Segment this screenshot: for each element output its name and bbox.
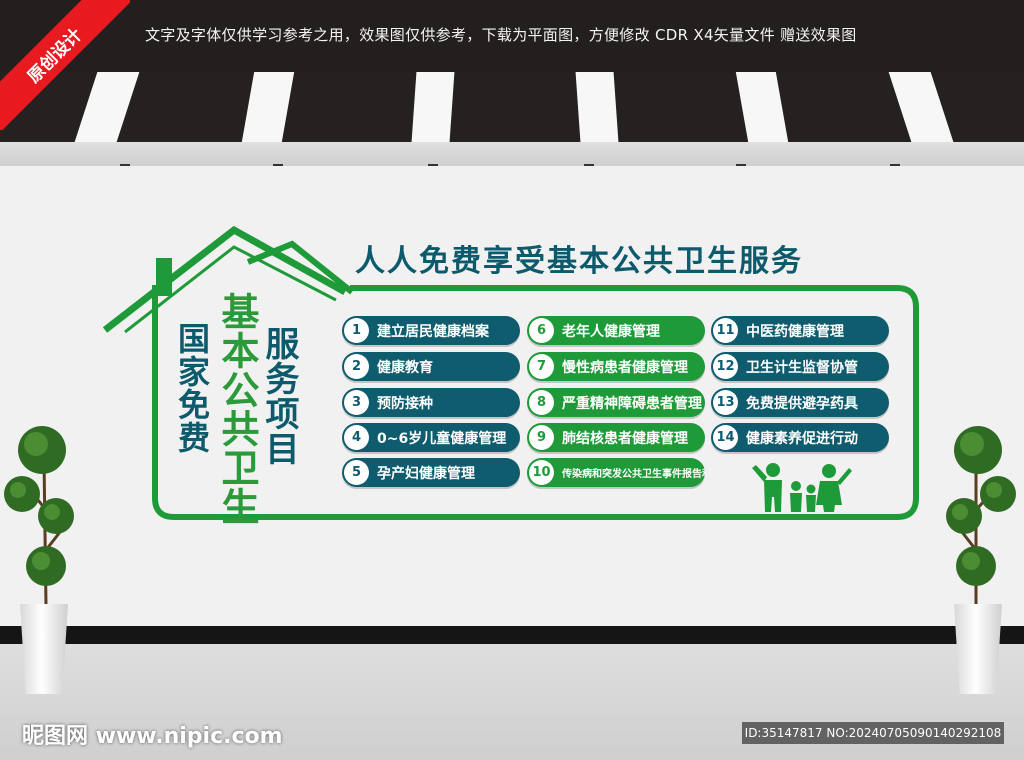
service-item: 6 老年人健康管理 bbox=[527, 316, 705, 345]
item-label: 老年人健康管理 bbox=[562, 323, 660, 340]
baseboard bbox=[0, 626, 1024, 644]
service-item: 8 严重精神障碍患者管理 bbox=[527, 388, 705, 417]
top-notice-text: 文字及字体仅供学习参考之用，效果图仅供参考，下载为平面图，方便修改 CDR X4… bbox=[145, 26, 857, 44]
service-item: 12 卫生计生监督协管 bbox=[711, 352, 889, 381]
item-label: 免费提供避孕药具 bbox=[746, 395, 858, 412]
potted-plant-right bbox=[946, 426, 1016, 605]
board-title: 人人免费享受基本公共卫生服务 bbox=[355, 244, 803, 279]
item-label: 孕产妇健康管理 bbox=[377, 465, 475, 482]
item-label: 健康素养促进行动 bbox=[746, 430, 858, 447]
service-item: 3 预防接种 bbox=[342, 388, 520, 417]
service-item: 13 免费提供避孕药具 bbox=[711, 388, 889, 417]
item-number: 6 bbox=[529, 318, 554, 343]
ceiling bbox=[0, 72, 1024, 142]
ceiling-trim bbox=[0, 142, 1024, 166]
item-number: 9 bbox=[529, 425, 554, 450]
item-number: 3 bbox=[344, 390, 369, 415]
plant-pot-right bbox=[954, 604, 1002, 694]
item-number: 14 bbox=[713, 425, 738, 450]
corner-ribbon: 原创设计 bbox=[0, 0, 130, 130]
service-item: 4 0~6岁儿童健康管理 bbox=[342, 423, 520, 452]
service-item: 2 健康教育 bbox=[342, 352, 520, 381]
image-id-watermark: ID:35147817 NO:20240705090140292108 bbox=[742, 722, 1004, 744]
item-label: 建立居民健康档案 bbox=[377, 323, 489, 340]
item-number: 13 bbox=[713, 390, 738, 415]
service-item: 14 健康素养促进行动 bbox=[711, 423, 889, 452]
item-number: 8 bbox=[529, 390, 554, 415]
item-number: 2 bbox=[344, 354, 369, 379]
original-design-badge: 原创设计 bbox=[0, 0, 130, 130]
item-label: 健康教育 bbox=[377, 359, 433, 376]
service-item: 11 中医药健康管理 bbox=[711, 316, 889, 345]
item-number: 11 bbox=[713, 318, 738, 343]
item-number: 10 bbox=[529, 460, 554, 485]
vertical-text-national-free: 国家免费 bbox=[173, 322, 211, 454]
potted-plant-left bbox=[4, 426, 74, 606]
item-label: 中医药健康管理 bbox=[746, 323, 844, 340]
service-item: 5 孕产妇健康管理 bbox=[342, 458, 520, 487]
service-item: 1 建立居民健康档案 bbox=[342, 316, 520, 345]
item-number: 12 bbox=[713, 354, 738, 379]
plant-pot-left bbox=[20, 604, 68, 694]
item-label: 卫生计生监督协管 bbox=[746, 359, 858, 376]
item-number: 1 bbox=[344, 318, 369, 343]
item-label: 预防接种 bbox=[377, 395, 433, 412]
family-icon bbox=[752, 463, 852, 512]
item-number: 5 bbox=[344, 460, 369, 485]
item-label: 慢性病患者健康管理 bbox=[562, 359, 688, 376]
service-item: 10 传染病和突发公共卫生事件报告和管理 bbox=[527, 458, 705, 487]
vertical-text-service-items: 服务项目 bbox=[259, 326, 299, 466]
site-watermark: 昵图网 www.nipic.com bbox=[22, 724, 283, 749]
item-label: 肺结核患者健康管理 bbox=[562, 430, 688, 447]
item-label: 严重精神障碍患者管理 bbox=[562, 395, 702, 412]
service-item: 7 慢性病患者健康管理 bbox=[527, 352, 705, 381]
item-number: 4 bbox=[344, 425, 369, 450]
vertical-text-basic-public-health: 基本公共卫生 bbox=[215, 292, 259, 526]
item-label: 0~6岁儿童健康管理 bbox=[377, 430, 507, 447]
service-item: 9 肺结核患者健康管理 bbox=[527, 423, 705, 452]
item-number: 7 bbox=[529, 354, 554, 379]
item-label: 传染病和突发公共卫生事件报告和管理 bbox=[562, 469, 705, 480]
top-banner: 文字及字体仅供学习参考之用，效果图仅供参考，下载为平面图，方便修改 CDR X4… bbox=[0, 0, 1024, 72]
